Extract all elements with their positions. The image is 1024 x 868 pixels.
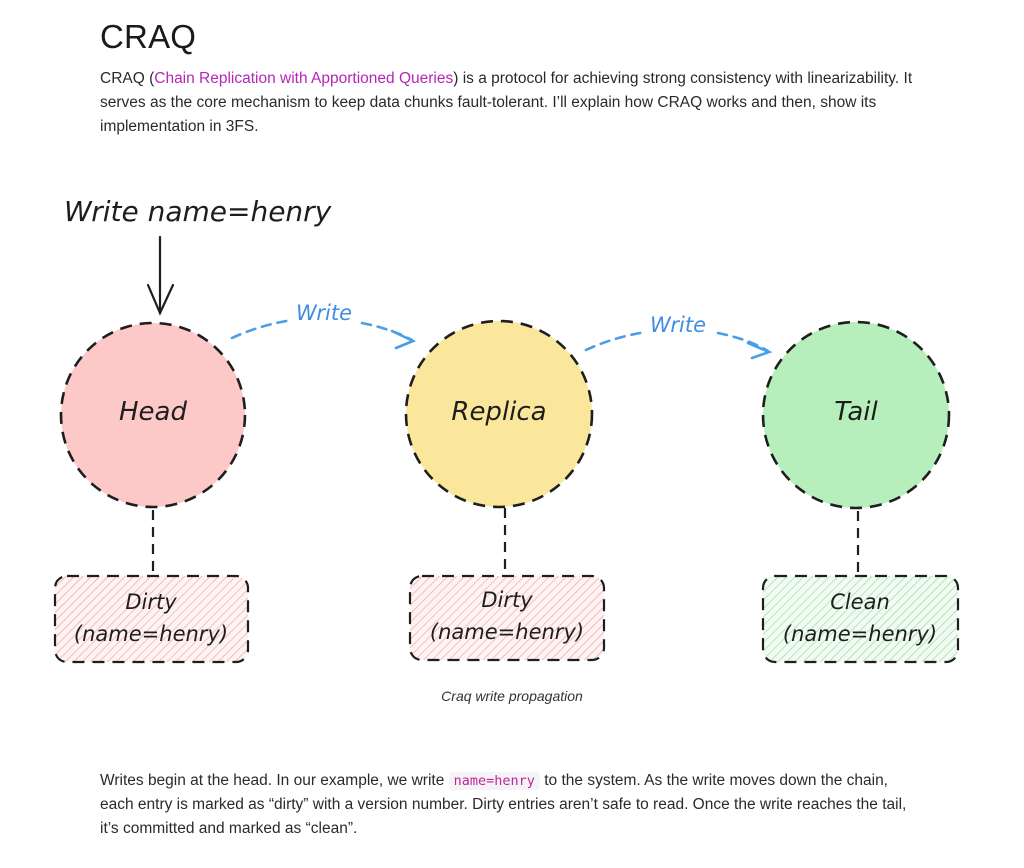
propagation-label-2: Write: [650, 313, 706, 337]
node-replica-circle: [404, 319, 594, 509]
node-tail-entry-box: [761, 574, 960, 664]
node-head-entry-box: [53, 574, 250, 664]
node-tail-entry-value: (name=henry): [783, 622, 937, 646]
intro-paragraph: CRAQ (Chain Replication with Apportioned…: [100, 67, 920, 139]
body-text-before: Writes begin at the head. In our example…: [100, 772, 449, 789]
page-title: CRAQ: [100, 18, 197, 55]
node-head-entry-value: (name=henry): [74, 622, 228, 646]
node-tail-circle: [761, 320, 951, 510]
node-tail-entry-status: Clean: [830, 590, 890, 614]
body-text-after: to the system. As the write moves down t…: [100, 772, 907, 837]
inline-code: name=henry: [448, 772, 540, 790]
node-head-circle: [59, 321, 247, 509]
incoming-arrow: [146, 235, 175, 316]
propagation-arrowhead-2: [746, 341, 773, 360]
craq-write-diagram: Write name=henry Write Write Head Dirty …: [53, 195, 960, 664]
node-head-entry-status: Dirty: [125, 590, 177, 614]
node-replica-entry-value: (name=henry): [430, 620, 584, 644]
propagation-arrowhead-1: [390, 329, 417, 350]
craq-paper-link[interactable]: Chain Replication with Apportioned Queri…: [154, 70, 454, 87]
node-replica-entry-status: Dirty: [481, 588, 533, 612]
intro-text-before: CRAQ (: [100, 70, 155, 87]
intro-text-after: ) is a protocol for achieving strong con…: [100, 70, 913, 135]
propagation-label-1: Write: [296, 301, 352, 325]
figure-caption: Craq write propagation: [441, 688, 583, 704]
node-tail: Tail Clean (name=henry): [761, 320, 960, 664]
node-replica: Replica Dirty (name=henry): [404, 319, 606, 662]
node-head: Head Dirty (name=henry): [53, 321, 250, 664]
node-head-label: Head: [119, 397, 187, 427]
incoming-write-label: Write name=henry: [64, 195, 332, 228]
node-replica-label: Replica: [451, 397, 546, 427]
body-paragraph: Writes begin at the head. In our example…: [100, 769, 920, 841]
node-tail-label: Tail: [834, 397, 878, 427]
node-replica-entry-box: [408, 574, 606, 662]
